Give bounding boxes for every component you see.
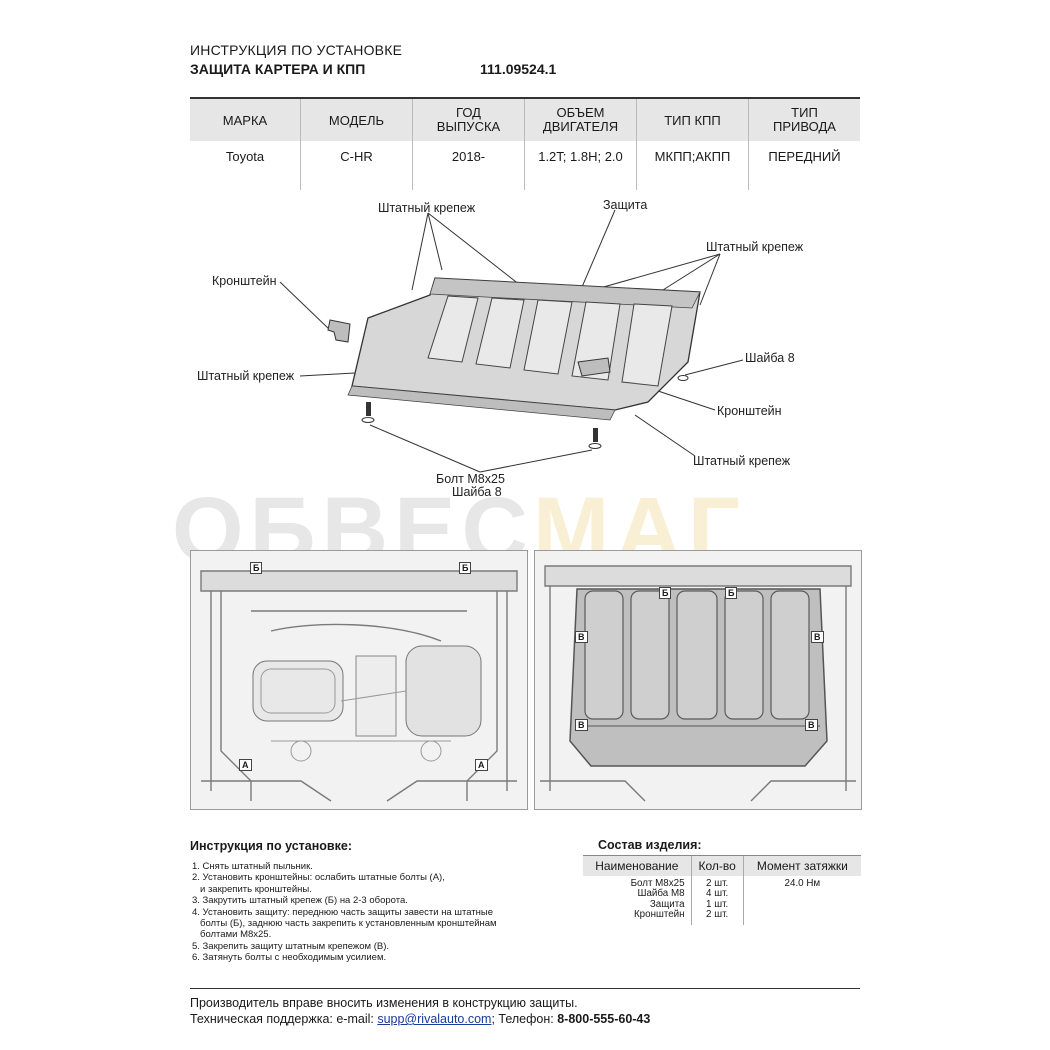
- composition-title: Состав изделия:: [598, 838, 702, 852]
- instruction-step: болты (Б), заднюю часть закрепить к уста…: [200, 918, 497, 930]
- undercarriage-illustration-left: [200, 570, 518, 802]
- marker-b: Б: [250, 562, 263, 574]
- spec-header: МАРКА: [222, 113, 268, 128]
- comp-header-torque: Момент затяжки: [742, 855, 861, 876]
- spec-header: МОДЕЛЬ: [328, 113, 385, 128]
- photo-after-install: Б Б В В В В: [534, 550, 862, 810]
- marker-b: Б: [459, 562, 472, 574]
- spec-col-drive: ТИП ПРИВОДА ПЕРЕДНИЙ: [749, 99, 860, 190]
- label-washer-bottom: Шайба 8: [452, 485, 502, 499]
- comp-item-torque: [742, 889, 861, 900]
- composition-table: Наименование Кол-во Момент затяжки Болт …: [583, 855, 861, 925]
- instruction-step: 2. Установить кронштейны: ослабить штатн…: [192, 872, 445, 884]
- marker-v: В: [805, 719, 818, 731]
- comp-header-name: Наименование: [583, 855, 692, 876]
- instruction-step: 6. Затянуть болты с необходимым усилием.: [192, 952, 387, 964]
- label-washer-right: Шайба 8: [745, 351, 795, 365]
- spec-col-brand: МАРКА Toyota: [190, 99, 300, 190]
- marker-v: В: [575, 719, 588, 731]
- marker-v: В: [575, 631, 588, 643]
- comp-item-torque: [742, 899, 861, 911]
- label-shield: Защита: [603, 198, 648, 212]
- comp-item-qty: 4 шт.: [690, 888, 744, 900]
- undercarriage-illustration-right: [540, 565, 856, 802]
- marker-a: А: [475, 759, 488, 771]
- label-fastener-bottom: Штатный крепеж: [693, 454, 791, 468]
- marker-v: В: [811, 631, 824, 643]
- comp-item-torque: 24.0 Нм: [742, 876, 861, 890]
- instruction-step: 3. Закрутить штатный крепеж (Б) на 2-3 о…: [192, 895, 408, 907]
- spec-col-year: ГОД ВЫПУСКА 2018-: [413, 99, 524, 190]
- table-row: Шайба М8 4 шт.: [583, 888, 861, 900]
- exploded-diagram: [279, 209, 744, 473]
- instruction-step: 1. Снять штатный пыльник.: [192, 861, 313, 872]
- footer-divider: [190, 988, 860, 989]
- comp-header-qty: Кол-во: [690, 855, 744, 876]
- phone-label: ; Телефон:: [491, 1012, 558, 1026]
- doc-title: ИНСТРУКЦИЯ ПО УСТАНОВКЕ: [190, 42, 403, 58]
- comp-item-name: Кронштейн: [633, 909, 685, 921]
- spec-header: ГОД ВЫПУСКА: [436, 105, 501, 134]
- instruction-step: и закрепить кронштейны.: [200, 883, 312, 895]
- marker-b: Б: [725, 587, 738, 599]
- instructions-list: 1. Снять штатный пыльник. 2. Установить …: [192, 861, 497, 964]
- support-phone[interactable]: 8-800-555-60-43: [557, 1012, 651, 1026]
- support-email-link[interactable]: supp@rivalauto.com: [377, 1012, 492, 1026]
- label-bracket-right: Кронштейн: [717, 404, 782, 418]
- spec-header: ТИП ПРИВОДА: [773, 105, 836, 134]
- spec-col-gearbox: ТИП КПП МКПП;АКПП: [637, 99, 748, 190]
- instruction-step: 5. Закрепить защиту штатным крепежом (В)…: [192, 940, 389, 952]
- spec-value: 2018-: [451, 149, 486, 164]
- product-title: ЗАЩИТА КАРТЕРА И КПП: [190, 61, 366, 77]
- spec-header: ТИП КПП: [664, 113, 721, 128]
- spec-value: ПЕРЕДНИЙ: [768, 149, 841, 164]
- table-row: Защита 1 шт.: [583, 898, 861, 911]
- spec-table: МАРКА Toyota МОДЕЛЬ C-HR ГОД ВЫПУСКА 201…: [190, 97, 860, 190]
- instruction-step: болтами М8х25.: [200, 929, 272, 941]
- label-fastener-left: Штатный крепеж: [197, 369, 295, 383]
- spec-header: ОБЪЕМ ДВИГАТЕЛЯ: [542, 105, 619, 134]
- label-bracket-left: Кронштейн: [212, 274, 277, 288]
- photo-before-install: Б Б А А: [190, 550, 528, 810]
- footer-support: Техническая поддержка: e-mail: supp@riva…: [190, 1012, 650, 1026]
- spec-value: C-HR: [340, 149, 373, 164]
- support-label: Техническая поддержка: e-mail:: [190, 1012, 378, 1026]
- marker-b: Б: [659, 587, 672, 599]
- label-fastener-right: Штатный крепеж: [706, 240, 804, 254]
- label-fastener-top: Штатный крепеж: [378, 201, 476, 215]
- spec-value: МКПП;АКПП: [654, 149, 731, 164]
- comp-item-name: Шайба М8: [637, 888, 685, 900]
- part-number: 111.09524.1: [480, 61, 557, 77]
- label-bolt: Болт М8х25: [436, 472, 505, 486]
- spec-value: Toyota: [225, 149, 265, 164]
- comp-item-qty: 2 шт.: [690, 876, 744, 890]
- instructions-title: Инструкция по установке:: [190, 839, 352, 853]
- spec-value: 1.2T; 1.8H; 2.0: [538, 149, 623, 164]
- spec-col-model: МОДЕЛЬ C-HR: [301, 99, 412, 190]
- comp-item-qty: 2 шт.: [690, 909, 744, 925]
- comp-item-name: Защита: [649, 898, 685, 910]
- comp-item-qty: 1 шт.: [690, 899, 744, 911]
- table-row: Болт М8х25 2 шт. 24.0 Нм: [583, 876, 861, 890]
- instruction-step: 4. Установить защиту: переднюю часть защ…: [192, 906, 494, 918]
- marker-a: А: [239, 759, 252, 771]
- footer-notice: Производитель вправе вносить изменения в…: [190, 996, 578, 1010]
- spec-col-engine: ОБЪЕМ ДВИГАТЕЛЯ 1.2T; 1.8H; 2.0: [525, 99, 636, 190]
- comp-item-name: Болт М8х25: [630, 878, 685, 889]
- table-row: Кронштейн 2 шт.: [583, 909, 861, 925]
- comp-item-torque: [742, 910, 861, 925]
